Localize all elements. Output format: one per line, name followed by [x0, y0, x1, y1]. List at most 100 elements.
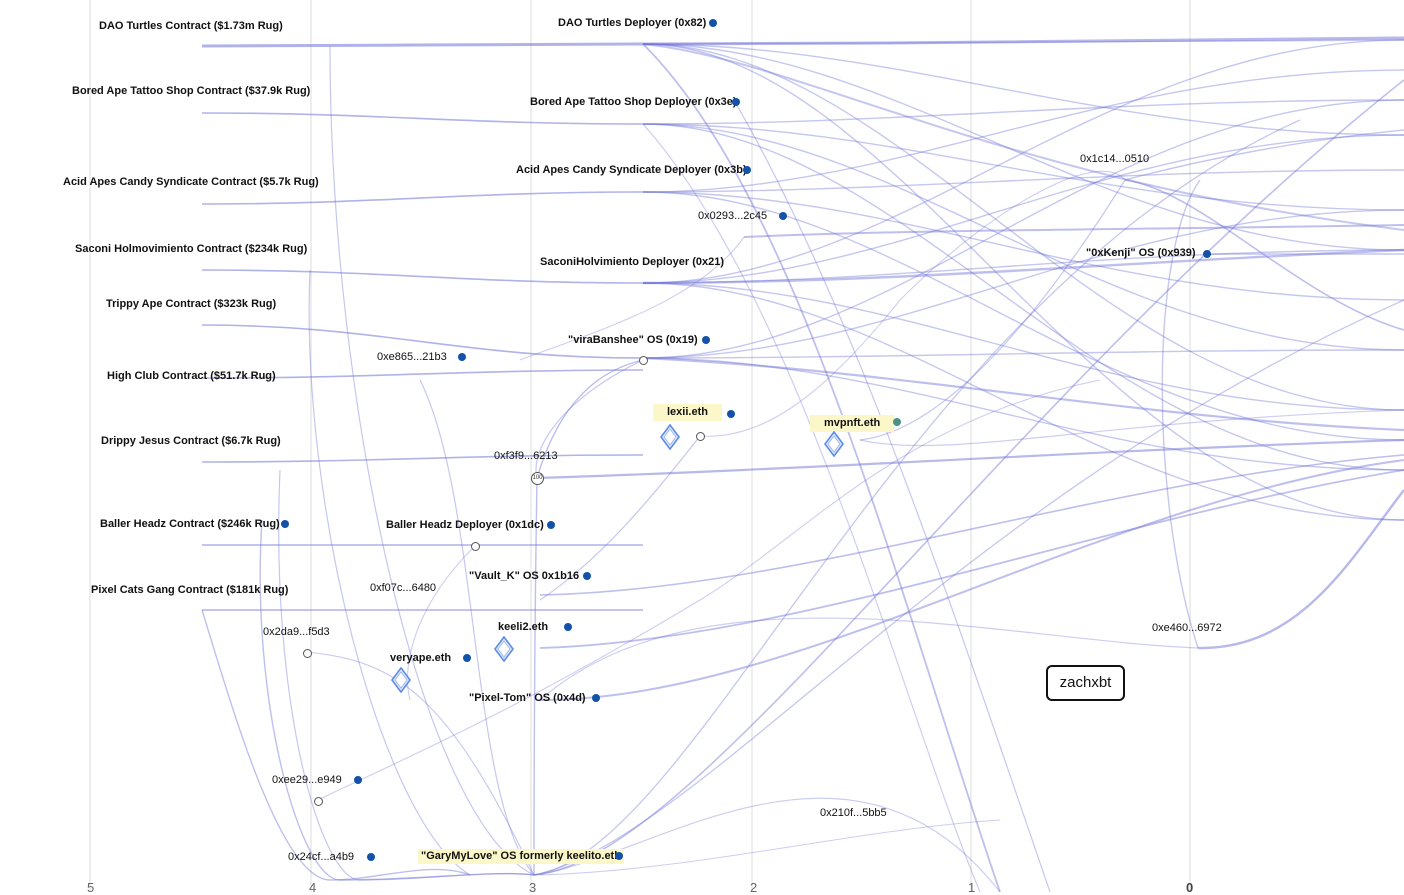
contract-bored-ape-tattoo[interactable]: Bored Ape Tattoo Shop Contract ($37.9k R…: [72, 85, 311, 97]
deployer-saconi[interactable]: SaconiHolvimiento Deployer (0x21): [540, 256, 724, 268]
contract-acid-apes[interactable]: Acid Apes Candy Syndicate Contract ($5.7…: [63, 176, 319, 188]
node-ee29-ring[interactable]: [314, 797, 323, 806]
flow-edge: [533, 477, 538, 876]
address-f07c[interactable]: 0xf07c...6480: [370, 582, 437, 594]
address-0293-dot[interactable]: [779, 212, 787, 220]
account-vault-k-dot[interactable]: [583, 572, 591, 580]
flow-edge: [699, 170, 1126, 437]
contract-drippy-jesus[interactable]: Drippy Jesus Contract ($6.7k Rug): [101, 435, 281, 447]
flow-edge: [859, 409, 1404, 447]
flow-edge: [535, 359, 644, 479]
node-virabanshee-ring[interactable]: [639, 356, 648, 365]
flow-edge: [539, 454, 1404, 596]
flow-edge: [642, 282, 1404, 521]
account-lexii-dot[interactable]: [727, 410, 735, 418]
flow-edge: [1124, 129, 1404, 181]
flow-edge: [259, 519, 535, 881]
flow-edge: [533, 119, 1301, 876]
contract-pixel-cats[interactable]: Pixel Cats Gang Contract ($181k Rug): [91, 584, 289, 596]
contract-high-club[interactable]: High Club Contract ($51.7k Rug): [107, 370, 276, 382]
account-kenji-dot[interactable]: [1203, 250, 1211, 258]
flow-edge: [539, 617, 1199, 701]
flow-edge: [201, 191, 644, 205]
contract-saconi[interactable]: Saconi Holmovimiento Contract ($234k Rug…: [75, 243, 308, 255]
contract-baller-headz[interactable]: Baller Headz Contract ($246k Rug): [100, 518, 280, 530]
account-veryape[interactable]: veryape.eth: [390, 652, 452, 664]
deployer-dao-turtles-dot[interactable]: [709, 19, 717, 27]
address-24cf-dot[interactable]: [367, 853, 375, 861]
flow-edge: [642, 123, 1404, 211]
address-ee29-dot[interactable]: [354, 776, 362, 784]
address-1c14[interactable]: 0x1c14...0510: [1080, 153, 1150, 165]
deployer-bored-ape-tattoo-dot[interactable]: [732, 98, 740, 106]
deployer-acid-apes-dot[interactable]: [743, 166, 751, 174]
flow-edge: [539, 435, 701, 601]
flow-edge: [642, 99, 1404, 359]
flow-edge: [304, 651, 535, 876]
flow-edge: [642, 349, 1404, 359]
flow-edge: [539, 469, 1404, 649]
address-0293[interactable]: 0x0293...2c45: [698, 210, 768, 222]
node-2da9-ring[interactable]: [303, 649, 312, 658]
account-virabanshee[interactable]: "viraBanshee" OS (0x19): [568, 334, 698, 346]
flow-edge: [539, 459, 1404, 701]
flow-edge: [642, 43, 1404, 231]
account-pixel-tom-dot[interactable]: [592, 694, 600, 702]
axis-tick-2: 2: [750, 880, 758, 895]
address-ee29[interactable]: 0xee29...e949: [272, 774, 342, 786]
address-210f[interactable]: 0x210f...5bb5: [820, 807, 887, 819]
deployer-baller-headz[interactable]: Baller Headz Deployer (0x1dc): [386, 519, 544, 531]
flow-edge: [642, 99, 1404, 125]
account-kenji[interactable]: "0xKenji" OS (0x939): [1086, 247, 1196, 259]
address-2da9[interactable]: 0x2da9...f5d3: [263, 626, 330, 638]
address-e865-dot[interactable]: [458, 353, 466, 361]
edge-layer: [201, 36, 1404, 892]
account-mvpnft-dot[interactable]: [893, 418, 901, 426]
flow-edge: [642, 123, 1404, 471]
address-e460[interactable]: 0xe460...6972: [1152, 622, 1222, 634]
contract-baller-headz-dot[interactable]: [281, 520, 289, 528]
deployer-bored-ape-tattoo[interactable]: Bored Ape Tattoo Shop Deployer (0x3e): [530, 96, 737, 108]
contract-trippy-ape[interactable]: Trippy Ape Contract ($323k Rug): [106, 298, 277, 310]
flow-edge: [201, 609, 471, 881]
account-lexii[interactable]: lexii.eth: [653, 404, 722, 421]
deployer-dao-turtles[interactable]: DAO Turtles Deployer (0x82): [558, 17, 707, 29]
flow-edge: [201, 454, 644, 463]
flow-edge: [642, 169, 1404, 193]
axis-tick-1: 1: [968, 880, 976, 895]
account-garymylove[interactable]: "GaryMyLove" OS formerly keelito.eth: [418, 849, 624, 864]
address-f3f9[interactable]: 0xf3f9...6213: [494, 450, 558, 462]
flow-edge: [536, 438, 1404, 480]
flow-edge: [536, 359, 644, 479]
account-veryape-dot[interactable]: [463, 654, 471, 662]
flow-edge: [642, 43, 1404, 136]
account-vault-k[interactable]: "Vault_K" OS 0x1b16: [469, 570, 580, 582]
account-pixel-tom[interactable]: "Pixel-Tom" OS (0x4d): [469, 692, 586, 704]
flow-edge: [533, 299, 1404, 876]
flow-edge: [642, 191, 1404, 301]
flow-edge: [642, 357, 1404, 471]
node-f3f9-badge[interactable]: 100: [531, 472, 544, 485]
node-lexii-ring[interactable]: [696, 432, 705, 441]
address-e865[interactable]: 0xe865...21b3: [377, 351, 447, 363]
flow-edge: [407, 545, 476, 701]
account-keeli2[interactable]: keeli2.eth: [498, 621, 549, 633]
address-24cf[interactable]: 0x24cf...a4b9: [288, 851, 355, 863]
node-baller-deployer-ring[interactable]: [471, 542, 480, 551]
axis-tick-4: 4: [309, 880, 317, 895]
deployer-baller-headz-dot[interactable]: [547, 521, 555, 529]
contract-dao-turtles[interactable]: DAO Turtles Contract ($1.73m Rug): [99, 20, 283, 32]
axis-tick-5: 5: [87, 880, 95, 895]
flow-edge: [642, 123, 1404, 351]
deployer-acid-apes[interactable]: Acid Apes Candy Syndicate Deployer (0x3b…: [516, 164, 747, 176]
flow-edge: [642, 249, 1404, 284]
account-mvpnft[interactable]: mvpnft.eth: [810, 415, 895, 432]
flow-edge: [642, 69, 1404, 193]
ethereum-diamond-icon: [824, 431, 844, 457]
account-garymylove-dot[interactable]: [615, 852, 623, 860]
account-virabanshee-dot[interactable]: [702, 336, 710, 344]
flow-edge: [317, 379, 1101, 801]
flow-edge: [201, 112, 644, 125]
account-keeli2-dot[interactable]: [564, 623, 572, 631]
ethereum-diamond-icon: [494, 636, 514, 662]
